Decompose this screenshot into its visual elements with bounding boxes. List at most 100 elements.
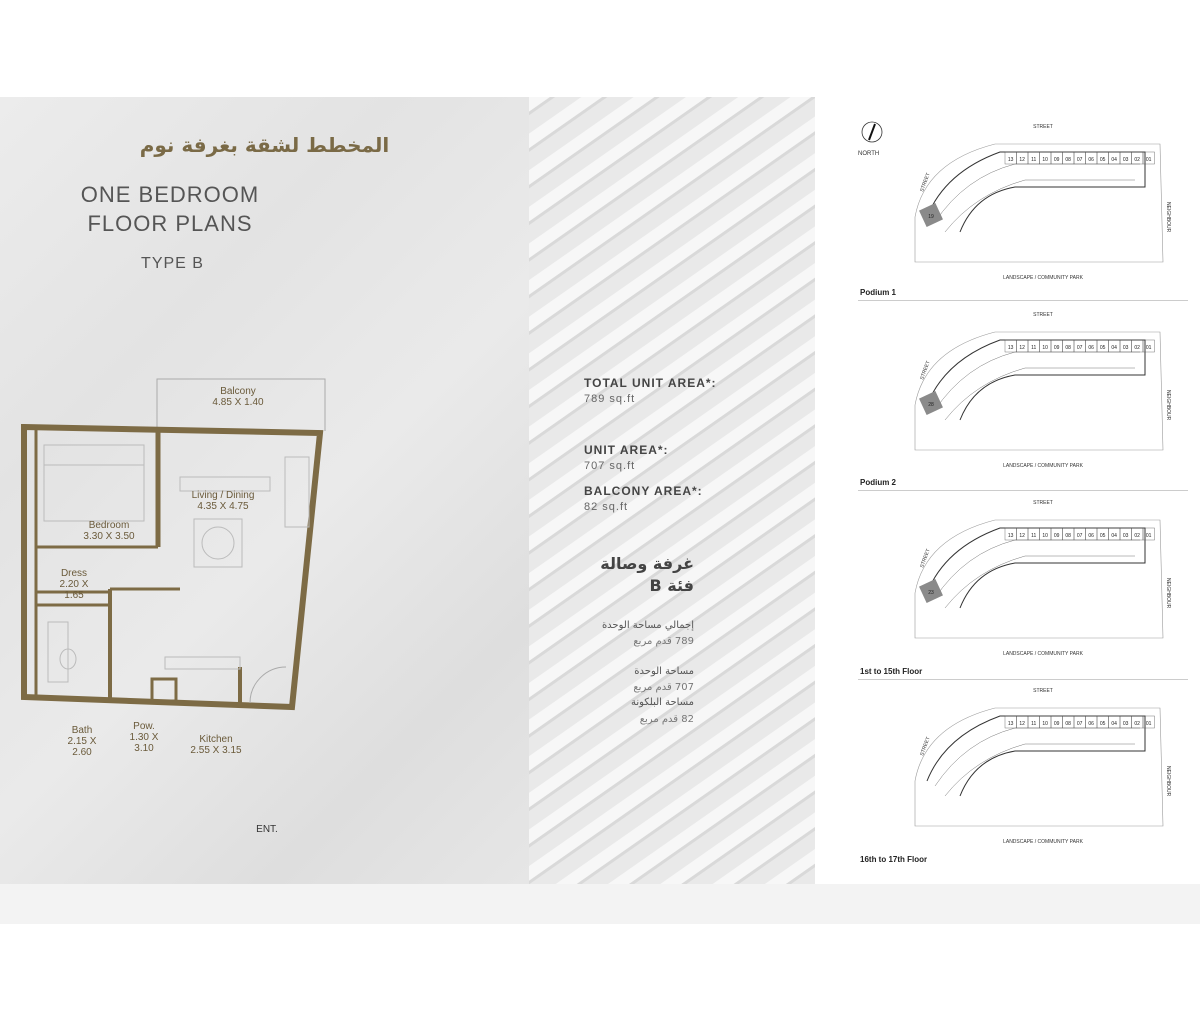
divider xyxy=(858,679,1188,680)
balcony-outline xyxy=(156,378,326,431)
north-label: NORTH xyxy=(858,151,880,157)
svg-text:08: 08 xyxy=(1065,157,1071,163)
svg-text:11: 11 xyxy=(1031,533,1036,539)
page-title: ONE BEDROOM FLOOR PLANS xyxy=(0,180,340,238)
svg-text:01: 01 xyxy=(1146,721,1152,727)
svg-text:02: 02 xyxy=(1134,345,1140,351)
svg-text:13: 13 xyxy=(1008,345,1014,351)
unit-area: UNIT AREA*: 707 sq.ft xyxy=(584,443,669,472)
svg-text:11: 11 xyxy=(1031,157,1036,163)
svg-text:07: 07 xyxy=(1077,533,1083,539)
svg-text:05: 05 xyxy=(1100,533,1106,539)
svg-text:03: 03 xyxy=(1123,533,1129,539)
svg-text:NEIGHBOUR: NEIGHBOUR xyxy=(1165,578,1171,609)
svg-text:09: 09 xyxy=(1054,345,1060,351)
svg-text:02: 02 xyxy=(1134,721,1140,727)
divider xyxy=(858,300,1188,301)
svg-text:06: 06 xyxy=(1088,721,1094,727)
unit-floor-plan xyxy=(21,378,326,711)
svg-text:04: 04 xyxy=(1111,533,1117,539)
svg-text:07: 07 xyxy=(1077,721,1083,727)
svg-text:06: 06 xyxy=(1088,157,1094,163)
svg-text:05: 05 xyxy=(1100,721,1106,727)
svg-text:STREET: STREET xyxy=(1033,688,1053,694)
svg-text:03: 03 xyxy=(1123,157,1129,163)
svg-text:NEIGHBOUR: NEIGHBOUR xyxy=(1165,390,1171,421)
svg-text:04: 04 xyxy=(1111,721,1117,727)
svg-text:11: 11 xyxy=(1031,721,1036,727)
building-plan: STREET 13 12 11 10 09 08 07 06 05 04 03 02 01 28 NEIGHB… xyxy=(905,310,1175,470)
svg-text:08: 08 xyxy=(1065,721,1071,727)
svg-text:05: 05 xyxy=(1100,157,1106,163)
svg-text:12: 12 xyxy=(1019,533,1025,539)
diagonal-stripes-pattern xyxy=(529,97,815,884)
svg-text:LANDSCAPE / COMMUNITY PARK: LANDSCAPE / COMMUNITY PARK xyxy=(1003,463,1083,469)
title-line-1: ONE BEDROOM xyxy=(80,182,260,207)
svg-text:04: 04 xyxy=(1111,157,1117,163)
entrance-label: ENT. xyxy=(256,824,278,835)
svg-text:05: 05 xyxy=(1100,345,1106,351)
svg-text:02: 02 xyxy=(1134,533,1140,539)
footer-band xyxy=(0,884,1200,924)
svg-text:04: 04 xyxy=(1111,345,1117,351)
arabic-info: غرفة وصالة فئة B إجمالي مساحة الوحدة 789… xyxy=(600,554,694,725)
svg-text:07: 07 xyxy=(1077,157,1083,163)
plan-caption: 1st to 15th Floor xyxy=(860,667,923,676)
svg-text:07: 07 xyxy=(1077,345,1083,351)
svg-text:06: 06 xyxy=(1088,533,1094,539)
title-line-2: FLOOR PLANS xyxy=(87,211,253,236)
svg-text:28: 28 xyxy=(928,402,934,408)
svg-text:03: 03 xyxy=(1123,721,1129,727)
svg-text:NEIGHBOUR: NEIGHBOUR xyxy=(1165,202,1171,233)
svg-text:STREET: STREET xyxy=(1033,500,1053,506)
stripes-panel xyxy=(529,97,815,884)
svg-text:12: 12 xyxy=(1019,721,1025,727)
svg-text:08: 08 xyxy=(1065,345,1071,351)
svg-text:23: 23 xyxy=(928,590,934,596)
svg-text:12: 12 xyxy=(1019,345,1025,351)
svg-text:10: 10 xyxy=(1042,721,1048,727)
svg-text:10: 10 xyxy=(1042,157,1048,163)
plan-caption: 16th to 17th Floor xyxy=(860,855,928,864)
svg-text:01: 01 xyxy=(1146,345,1152,351)
svg-text:01: 01 xyxy=(1146,533,1152,539)
balcony-area: BALCONY AREA*: 82 sq.ft xyxy=(584,484,703,513)
svg-text:13: 13 xyxy=(1008,533,1014,539)
divider xyxy=(858,490,1188,491)
svg-text:09: 09 xyxy=(1054,721,1060,727)
svg-text:LANDSCAPE / COMMUNITY PARK: LANDSCAPE / COMMUNITY PARK xyxy=(1003,839,1083,845)
svg-text:09: 09 xyxy=(1054,533,1060,539)
svg-text:03: 03 xyxy=(1123,345,1129,351)
svg-text:10: 10 xyxy=(1042,345,1048,351)
svg-text:08: 08 xyxy=(1065,533,1071,539)
plan-caption: Podium 1 xyxy=(860,288,897,297)
svg-text:09: 09 xyxy=(1054,157,1060,163)
svg-text:06: 06 xyxy=(1088,345,1094,351)
outer-wall xyxy=(21,423,324,711)
plan-caption: Podium 2 xyxy=(860,478,897,487)
svg-text:02: 02 xyxy=(1134,157,1140,163)
total-unit-area: TOTAL UNIT AREA*: 789 sq.ft xyxy=(584,376,717,405)
svg-text:01: 01 xyxy=(1146,157,1152,163)
svg-text:10: 10 xyxy=(1042,533,1048,539)
arabic-heading-1: غرفة وصالة xyxy=(600,554,694,573)
svg-text:STREET: STREET xyxy=(1033,124,1053,130)
building-plan: STREET 13 12 11 10 09 08 07 06 05 04 03 02 01 23 NEIGHB… xyxy=(905,498,1175,658)
svg-text:12: 12 xyxy=(1019,157,1025,163)
svg-text:NEIGHBOUR: NEIGHBOUR xyxy=(1165,766,1171,797)
arabic-heading-2: فئة B xyxy=(649,576,694,595)
svg-text:19: 19 xyxy=(928,214,934,220)
svg-text:STREET: STREET xyxy=(1033,312,1053,318)
north-compass-icon xyxy=(861,121,883,143)
svg-text:11: 11 xyxy=(1031,345,1036,351)
svg-text:LANDSCAPE / COMMUNITY PARK: LANDSCAPE / COMMUNITY PARK xyxy=(1003,651,1083,657)
type-label: TYPE B xyxy=(141,255,204,272)
floor-plan-panel: المخطط لشقة بغرفة نوم ONE BEDROOM FLOOR … xyxy=(0,97,529,884)
